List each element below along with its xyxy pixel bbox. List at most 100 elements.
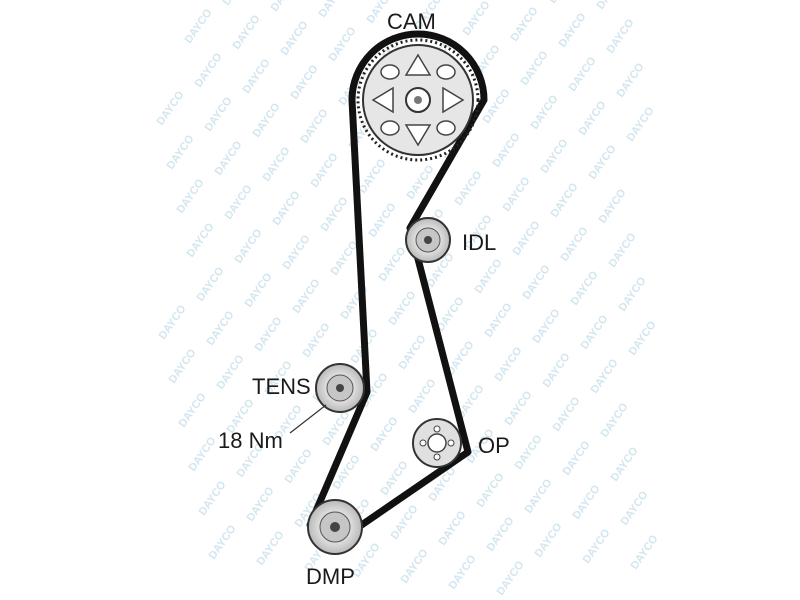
watermark-text: DAYCO — [437, 509, 469, 548]
watermark-text: DAYCO — [559, 225, 591, 264]
watermark-text: DAYCO — [549, 181, 581, 220]
watermark-text: DAYCO — [387, 289, 419, 328]
watermark-text: DAYCO — [447, 553, 479, 592]
watermark-text: DAYCO — [309, 151, 341, 190]
watermark-text: DAYCO — [503, 389, 535, 428]
watermark-text: DAYCO — [511, 219, 543, 258]
cam-sprocket-teeth — [356, 38, 480, 162]
watermark-text: DAYCO — [245, 485, 277, 524]
dmp-label: DMP — [306, 564, 355, 589]
watermark-text: DAYCO — [283, 447, 315, 486]
watermark-text: DAYCO — [251, 101, 283, 140]
watermark-text: DAYCO — [185, 221, 217, 260]
watermark-text: DAYCO — [491, 131, 523, 170]
oil-pump-pulley — [412, 418, 462, 468]
watermark-text: DAYCO — [357, 157, 389, 196]
tensioner-pulley — [315, 363, 365, 413]
watermark-text: DAYCO — [205, 309, 237, 348]
watermark-text: DAYCO — [521, 263, 553, 302]
watermark-text: DAYCO — [473, 257, 505, 296]
torque-leader-line — [289, 404, 327, 434]
watermark-text: DAYCO — [557, 11, 589, 50]
watermark-text: DAYCO — [531, 307, 563, 346]
watermark-text: DAYCO — [261, 145, 293, 184]
watermark-text: DAYCO — [165, 133, 197, 172]
watermark-text: DAYCO — [567, 55, 599, 94]
watermark-text: DAYCO — [509, 5, 541, 44]
watermark-text: DAYCO — [389, 503, 421, 542]
watermark-text: DAYCO — [513, 433, 545, 472]
watermark-text: DAYCO — [579, 313, 611, 352]
watermark-text: DAYCO — [281, 233, 313, 272]
watermark-text: DAYCO — [483, 301, 515, 340]
watermark-text: DAYCO — [461, 0, 493, 38]
watermark-text: DAYCO — [207, 523, 239, 562]
idler-pulley — [405, 217, 451, 263]
watermark-text: DAYCO — [175, 177, 207, 216]
watermark-text: DAYCO — [569, 269, 601, 308]
watermark-text: DAYCO — [271, 189, 303, 228]
watermark-text: DAYCO — [369, 415, 401, 454]
watermark-text: DAYCO — [157, 303, 189, 342]
watermark-text: DAYCO — [351, 541, 383, 580]
op-label: OP — [478, 433, 510, 458]
watermark-text: DAYCO — [253, 315, 285, 354]
watermark-text: DAYCO — [197, 479, 229, 518]
torque-label: 18 Nm — [218, 428, 283, 453]
watermark-text: DAYCO — [167, 347, 199, 386]
idl-label: IDL — [462, 230, 496, 255]
watermark-text: DAYCO — [319, 195, 351, 234]
watermark-text: DAYCO — [627, 319, 659, 358]
damper-pulley — [307, 499, 363, 555]
watermark-text: DAYCO — [495, 559, 527, 598]
watermark-text: DAYCO — [301, 321, 333, 360]
watermark-text: DAYCO — [561, 439, 593, 478]
watermark-text: DAYCO — [407, 377, 439, 416]
watermark-text: DAYCO — [155, 89, 187, 128]
watermark-text: DAYCO — [397, 333, 429, 372]
watermark-text: DAYCO — [501, 175, 533, 214]
watermark-text: DAYCO — [617, 275, 649, 314]
timing-belt — [306, 30, 488, 552]
watermark-text: DAYCO — [187, 435, 219, 474]
watermark-text: DAYCO — [213, 139, 245, 178]
watermark-text: DAYCO — [541, 351, 573, 390]
watermark-text: DAYCO — [243, 271, 275, 310]
watermark-text: DAYCO — [571, 483, 603, 522]
watermark-text: DAYCO — [241, 57, 273, 96]
watermark-text: DAYCO — [581, 527, 613, 566]
watermark-text: DAYCO — [289, 63, 321, 102]
watermark-text: DAYCO — [605, 17, 637, 56]
watermark-text: DAYCO — [453, 169, 485, 208]
watermark-text: DAYCO — [629, 533, 661, 572]
watermark-text: DAYCO — [223, 183, 255, 222]
watermark-text: DAYCO — [609, 445, 641, 484]
watermark-text: DAYCO — [173, 0, 205, 2]
watermark-text: DAYCO — [475, 471, 507, 510]
watermark-text: DAYCO — [279, 19, 311, 58]
watermark-text: DAYCO — [625, 105, 657, 144]
watermark-text: DAYCO — [547, 0, 579, 6]
watermark-text: DAYCO — [485, 515, 517, 554]
watermark-text: DAYCO — [231, 13, 263, 52]
watermark-text: DAYCO — [377, 245, 409, 284]
watermark-text: DAYCO — [519, 49, 551, 88]
watermark-text: DAYCO — [619, 489, 651, 528]
watermark-text: DAYCO — [269, 0, 301, 14]
watermark-text: DAYCO — [203, 95, 235, 134]
watermark-text: DAYCO — [551, 395, 583, 434]
watermark-text: DAYCO — [299, 107, 331, 146]
watermark-text: DAYCO — [233, 227, 265, 266]
watermark-text: DAYCO — [177, 391, 209, 430]
watermark-text: DAYCO — [183, 7, 215, 46]
watermark-text: DAYCO — [291, 277, 323, 316]
cam-label: CAM — [387, 9, 436, 34]
watermark-text: DAYCO — [599, 401, 631, 440]
watermark-text: DAYCO — [523, 477, 555, 516]
watermark-text: DAYCO — [587, 143, 619, 182]
watermark-text: DAYCO — [193, 51, 225, 90]
tens-label: TENS — [252, 374, 311, 399]
watermark-text: DAYCO — [221, 0, 253, 8]
